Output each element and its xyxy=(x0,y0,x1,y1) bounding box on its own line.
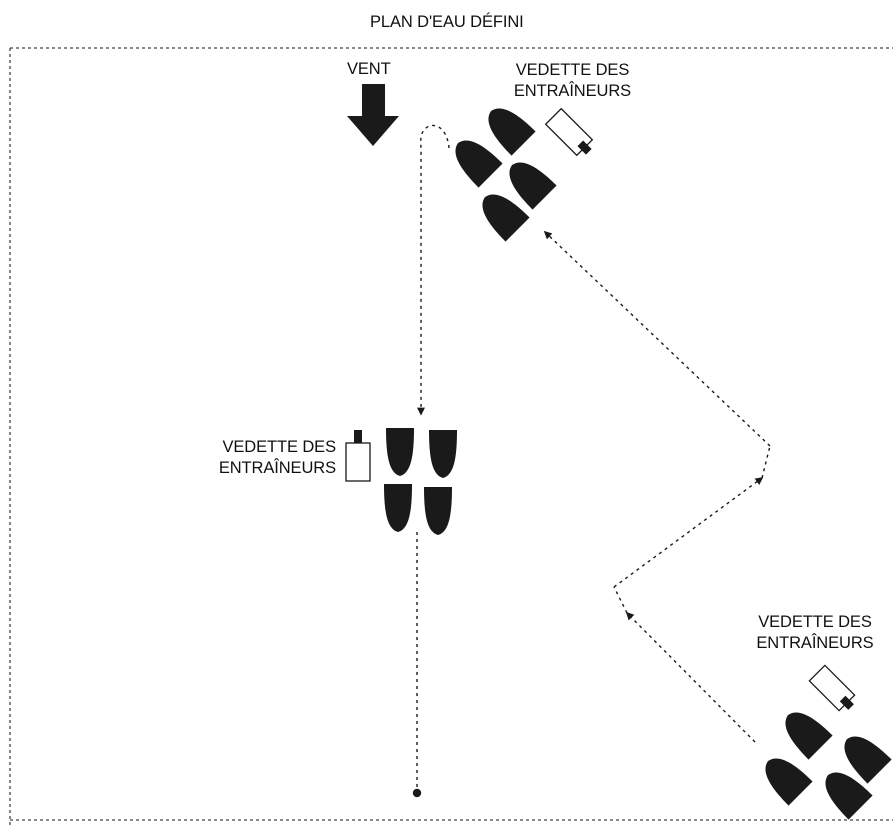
diagram-title: PLAN D'EAU DÉFINI xyxy=(370,13,524,31)
boat-group-middle xyxy=(384,428,457,535)
boat-icon xyxy=(384,484,412,532)
coach-boat-label-line2: ENTRAÎNEURS xyxy=(756,634,874,652)
coach-boat-label-line2: ENTRAÎNEURS xyxy=(513,82,632,100)
route-top-to-middle xyxy=(417,124,450,416)
coach-boat-top-icon xyxy=(544,107,594,157)
coach-boat-label-middle: VEDETTE DES ENTRAÎNEURS xyxy=(170,437,336,479)
boat-icon xyxy=(479,99,536,156)
coach-boat-label-line1: VEDETTE DES xyxy=(758,613,872,631)
water-area-boundary xyxy=(9,47,893,826)
coach-boat-label-line1: VEDETTE DES xyxy=(515,61,630,79)
coach-boat-label-line2: ENTRAÎNEURS xyxy=(218,459,336,477)
coach-boat-bottom-icon xyxy=(808,664,856,712)
coach-boat-middle-icon xyxy=(345,430,371,482)
route-zigzag xyxy=(543,230,771,743)
coach-boat-label-line1: VEDETTE DES xyxy=(222,438,336,456)
wind-label: VENT xyxy=(347,60,391,78)
coach-boat-label-top: VEDETTE DES ENTRAÎNEURS xyxy=(500,60,645,102)
boat-icon xyxy=(429,430,457,478)
coach-boat-label-bottom: VEDETTE DES ENTRAÎNEURS xyxy=(741,612,889,654)
boat-icon xyxy=(446,131,503,188)
boat-group-top xyxy=(446,99,557,242)
boat-icon xyxy=(386,428,414,476)
wind-arrow-icon xyxy=(347,84,399,146)
boat-icon xyxy=(756,749,813,806)
boat-group-bottom xyxy=(756,703,892,820)
boat-icon xyxy=(424,487,452,535)
boat-icon xyxy=(776,703,833,760)
start-point xyxy=(412,788,422,798)
